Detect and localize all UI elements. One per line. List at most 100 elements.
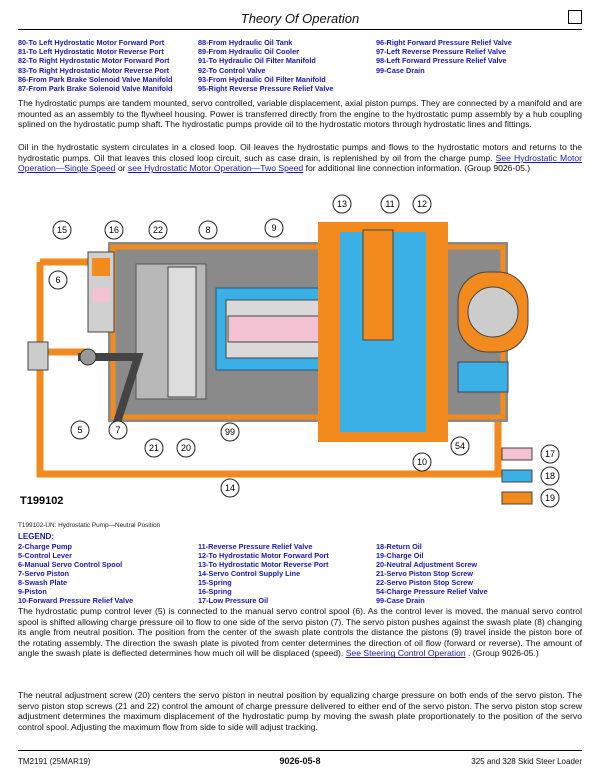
link-motor-two-speed[interactable]: see Hydrostatic Motor Operation—Two Spee… <box>127 163 304 174</box>
link-motor-single-speed[interactable]: See Hydrostatic Motor Operation—Single S… <box>18 152 582 174</box>
paragraph-neutral-adjustment: The neutral adjustment screw (20) center… <box>18 690 582 732</box>
legend-item: 11-Reverse Pressure Relief Valve <box>198 542 313 551</box>
callout-13: 13 <box>337 199 347 209</box>
callout-9: 9 <box>271 223 276 233</box>
callout-99: 99 <box>225 427 235 437</box>
callout-circles: 15 16 22 8 9 13 11 12 6 5 7 21 20 99 10 … <box>48 194 470 498</box>
legend-item: 21-Servo Piston Stop Screw <box>376 569 473 578</box>
callout-col-2: 88-From Hydraulic Oil Tank 89-From Hydra… <box>198 38 376 93</box>
legend-item: 19-Charge Oil <box>376 551 424 560</box>
swatch-charge <box>501 491 533 505</box>
legend-title: LEGEND: <box>18 532 54 541</box>
paragraph-pump-description: The hydrostatic pumps are tandem mounted… <box>18 98 582 130</box>
callout-16: 16 <box>109 225 119 235</box>
legend-item: 16-Spring <box>198 587 232 596</box>
legend-list: 2-Charge Pump 5-Control Lever 6-Manual S… <box>18 542 582 605</box>
callout-col-3: 96-Right Forward Pressure Relief Valve 9… <box>376 38 582 93</box>
callout-54: 54 <box>455 441 465 451</box>
legend-col-3: 18-Return Oil 19-Charge Oil 20-Neutral A… <box>376 542 582 605</box>
swatch-low-pressure <box>501 447 533 461</box>
legend-col-2: 11-Reverse Pressure Relief Valve 12-To H… <box>198 542 376 605</box>
callout-12: 12 <box>417 199 427 209</box>
figure-caption: T199102-UN: Hydrostatic Pump—Neutral Pos… <box>18 522 161 529</box>
legend-item: 9-Piston <box>18 587 47 596</box>
callout-14: 14 <box>225 483 235 493</box>
swatch-label-18: 18 <box>545 471 555 481</box>
link-steering-control[interactable]: See Steering Control Operation <box>345 648 466 659</box>
callout-item: 96-Right Forward Pressure Relief Valve <box>376 38 512 47</box>
legend-item: 14-Servo Control Supply Line <box>198 569 301 578</box>
footer-manual-id: TM2191 (25MAR19) <box>18 757 91 766</box>
callout-item: 81-To Left Hydrostatic Motor Reverse Por… <box>18 47 164 57</box>
callout-item: 87-From Park Brake Solenoid Valve Manifo… <box>18 84 173 94</box>
paragraph-text: or <box>117 163 126 174</box>
page-title: Theory Of Operation <box>240 11 360 26</box>
callout-item: 98-Left Forward Pressure Relief Valve <box>376 56 507 66</box>
callout-item: 89-From Hydraulic Oil Cooler <box>198 47 299 57</box>
charge-relief-valve <box>457 361 509 393</box>
control-spool-return <box>92 288 110 302</box>
callout-item: 97-Left Reverse Pressure Relief Valve <box>376 47 507 57</box>
callout-20: 20 <box>181 443 191 453</box>
paragraph-closed-loop: Oil in the hydrostatic system circulates… <box>18 142 582 174</box>
legend-item: 99-Case Drain <box>376 596 425 605</box>
swatch-label-17: 17 <box>545 449 555 459</box>
legend-item: 5-Control Lever <box>18 551 72 560</box>
callout-item: 92-To Control Valve <box>198 65 266 75</box>
paragraph-text: for additional line connection informati… <box>305 163 531 174</box>
paragraph-control-lever: The hydrostatic pump control lever (5) i… <box>18 606 582 659</box>
callout-list: 80-To Left Hydrostatic Motor Forward Por… <box>18 38 582 93</box>
callout-10: 10 <box>417 457 427 467</box>
legend-item: 8-Swash Plate <box>18 578 68 587</box>
callout-22: 22 <box>153 225 163 235</box>
servo-piston <box>167 266 197 398</box>
callout-8: 8 <box>205 225 210 235</box>
footer-model: 325 and 328 Skid Steer Loader <box>471 757 582 766</box>
legend-item: 10-Forward Pressure Relief Valve <box>18 596 134 605</box>
callout-item: 86-From Park Brake Solenoid Valve Manifo… <box>18 74 173 84</box>
callout-item: 88-From Hydraulic Oil Tank <box>198 38 293 47</box>
control-lever <box>78 353 144 434</box>
legend-item: 2-Charge Pump <box>18 542 72 551</box>
figure-id: T199102 <box>20 495 63 507</box>
paragraph-text: Oil in the hydrostatic system circulates… <box>18 142 582 163</box>
legend-col-1: 2-Charge Pump 5-Control Lever 6-Manual S… <box>18 542 198 605</box>
legend-item: 13-To Hydrostatic Motor Reverse Port <box>198 560 329 569</box>
control-spool-chamber <box>92 258 110 276</box>
callout-item: 82-To Right Hydrostatic Motor Forward Po… <box>18 56 170 66</box>
callout-item: 93-From Hydraulic Oil Filter Manifold <box>198 74 326 84</box>
piston-bore <box>227 315 323 343</box>
legend-item: 7-Servo Piston <box>18 569 70 578</box>
legend-item: 15-Spring <box>198 578 232 587</box>
relief-valve <box>362 229 394 341</box>
swatch-return <box>501 469 533 483</box>
callout-6: 6 <box>55 275 60 285</box>
callout-5: 5 <box>77 425 82 435</box>
callout-col-1: 80-To Left Hydrostatic Motor Forward Por… <box>18 38 198 93</box>
callout-21: 21 <box>149 443 159 453</box>
hydrostatic-pump-diagram: 15 16 22 8 9 13 11 12 6 5 7 21 20 99 10 … <box>20 194 560 508</box>
callout-11: 11 <box>385 199 394 209</box>
lever-pivot <box>79 348 97 366</box>
header-box <box>568 10 582 24</box>
callout-item: 99-Case Drain <box>376 65 425 75</box>
legend-item: 22-Servo Piston Stop Screw <box>376 578 473 587</box>
paragraph-text: The hydrostatic pump control lever (5) i… <box>18 606 582 659</box>
shaft <box>27 341 49 371</box>
legend-item: 54-Charge Pressure Relief Valve <box>376 587 488 596</box>
callout-15: 15 <box>57 225 67 235</box>
callout-item: 91-To Hydraulic Oil Filter Manifold <box>198 56 316 66</box>
legend-item: 6-Manual Servo Control Spool <box>18 560 123 569</box>
footer-page-number: 9026-05-8 <box>279 756 321 766</box>
callout-item: 95-Right Reverse Pressure Relief Valve <box>198 84 334 94</box>
legend-item: 17-Low Pressure Oil <box>198 596 269 605</box>
callout-item: 80-To Left Hydrostatic Motor Forward Por… <box>18 38 165 47</box>
callout-item: 83-To Right Hydrostatic Motor Reverse Po… <box>18 65 170 75</box>
charge-pump-rotor <box>467 286 519 338</box>
legend-item: 18-Return Oil <box>376 542 422 551</box>
legend-item: 20-Neutral Adjustment Screw <box>376 560 478 569</box>
legend-item: 12-To Hydrostatic Motor Forward Port <box>198 551 329 560</box>
callout-7: 7 <box>115 425 120 435</box>
swatch-label-19: 19 <box>545 493 555 503</box>
page-header: Theory Of Operation <box>18 8 582 30</box>
